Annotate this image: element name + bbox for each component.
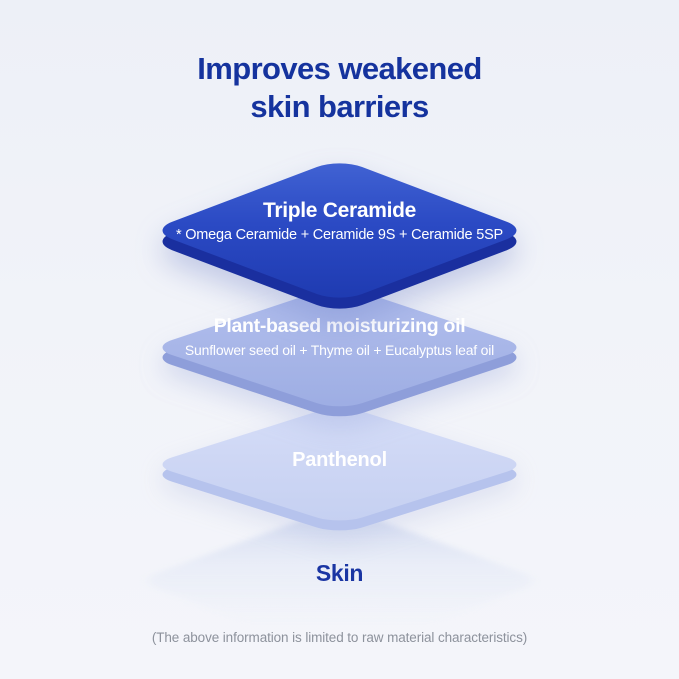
layer-title: Triple Ceramide xyxy=(262,199,417,222)
layer-subtitle: Sunflower seed oil + Thyme oil + Eucalyp… xyxy=(184,341,495,358)
layer-text-block: Plant-based moisturizing oil Sunflower s… xyxy=(150,273,530,399)
page-title: Improves weakened skin barriers xyxy=(0,50,679,126)
layer-title: Panthenol xyxy=(292,448,387,471)
layer-plant-based-oil: Plant-based moisturizing oil Sunflower s… xyxy=(149,283,530,421)
layer-subtitle: * Omega Ceramide + Ceramide 9S + Ceramid… xyxy=(175,227,504,243)
skin-base-label: Skin xyxy=(315,560,364,586)
layer-triple-ceramide: Triple Ceramide * Omega Ceramide + Ceram… xyxy=(149,157,530,314)
page-title-line1: Improves weakened xyxy=(197,51,482,86)
layer-text-block: Triple Ceramide * Omega Ceramide + Ceram… xyxy=(150,149,530,293)
page-title-line2: skin barriers xyxy=(250,88,429,124)
footer-disclaimer: (The above information is limited to raw… xyxy=(151,630,528,645)
layer-text-block: Panthenol xyxy=(150,400,530,520)
layer-panthenol: Panthenol xyxy=(149,403,530,535)
layer-title: Plant-based moisturizing oil xyxy=(213,314,466,337)
